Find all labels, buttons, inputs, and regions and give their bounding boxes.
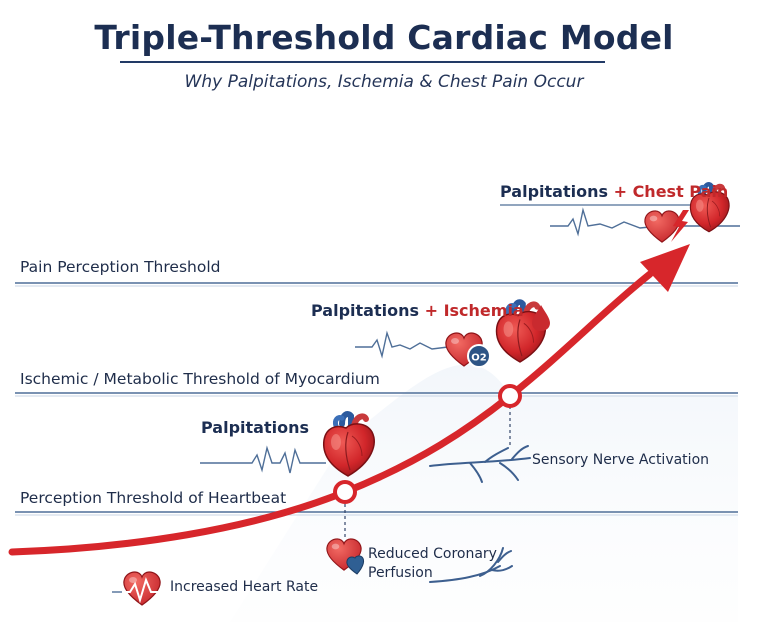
sensory-nerve-icon [429,445,531,483]
heart-rate-icon [123,571,161,606]
stage-ischemia-plus: + [424,301,438,320]
increased-heart-rate-note: Increased Heart Rate [170,579,319,595]
heartbeat-crossing-marker [333,480,357,504]
blood-drop-icon [532,305,550,331]
stage-ischemia-extra: Ischemia [443,301,524,320]
stage-chest-pain-base: Palpitations [500,182,608,201]
diagram-subtitle: Why Palpitations, Ischemia & Chest Pain … [184,72,584,92]
oxygen-badge-icon [467,344,491,368]
stage-ischemia-label: Palpitations + Ischemia [311,301,524,320]
ekg-trace-palpitations [200,445,326,474]
coronary-blue-heart [346,555,365,575]
stage-palpitations-label: Palpitations [201,418,309,437]
coronary-vessel-icon [429,547,513,583]
stage-ischemia-base: Palpitations [311,301,419,320]
ischemic-threshold-label: Ischemic / Metabolic Threshold of Myocar… [20,370,380,388]
ekg-trace-chest-pain [550,207,740,237]
curve-arrowhead [640,244,690,292]
reduced-coronary-note-line1: Reduced Coronary [368,546,497,562]
ischemic-crossing-marker [498,384,522,408]
oxygen-badge-label: O2 [471,353,487,364]
pain-threshold-label: Pain Perception Threshold [20,258,221,276]
reduced-coronary-note-line2: Perfusion [368,565,433,581]
stage-chest-pain-extra: Chest Pain [632,182,729,201]
stage-chest-pain-plus: + [613,182,627,201]
stage-chest-pain-label: Palpitations + Chest Pain [500,182,728,201]
ekg-trace-ischemia [355,330,449,359]
title-underline [120,61,605,63]
sensory-nerve-note: Sensory Nerve Activation [532,452,710,468]
diagram-title: Triple-Threshold Cardiac Model [94,18,674,57]
lightning-bolt-icon [671,210,689,242]
heartbeat-threshold-label: Perception Threshold of Heartbeat [20,489,287,507]
cardiac-demand-curve [8,270,654,556]
